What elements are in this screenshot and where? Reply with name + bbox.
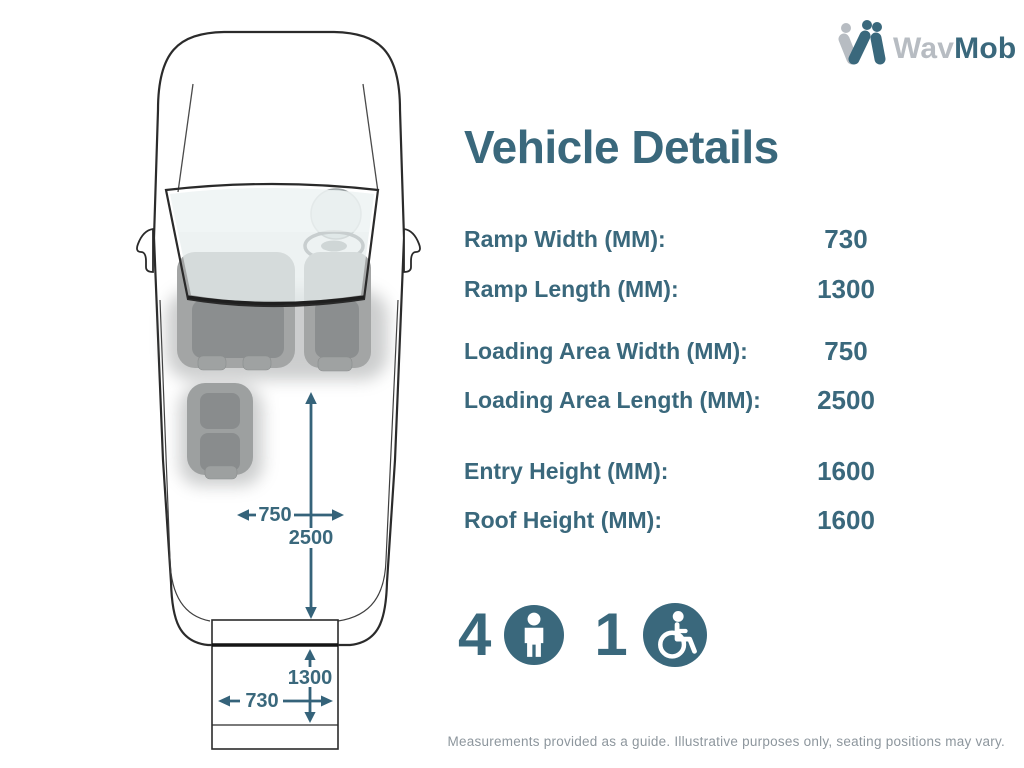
spec-value: 1600 [817, 456, 875, 486]
spec-value: 730 [824, 224, 868, 254]
wheelchair-icon [642, 603, 707, 667]
windshield-lower-edge [187, 295, 365, 306]
hood-line-left [177, 83, 194, 193]
spec-label: Ramp Width (MM): [464, 226, 666, 252]
spec-list: Ramp Width (MM): 730 Ramp Length (MM): 1… [464, 0, 888, 560]
spec-row-ramp-length: Ramp Length (MM): 1300 [464, 274, 888, 308]
wavmob-people-w-icon [838, 20, 886, 65]
seat-count: 4 [458, 601, 492, 668]
rear-ramp [211, 619, 339, 750]
spec-label: Loading Area Length (MM): [464, 387, 761, 413]
person-badge [504, 605, 565, 665]
spec-value: 750 [824, 336, 868, 366]
spec-row-loading-width: Loading Area Width (MM): 750 [464, 336, 888, 370]
spec-label: Entry Height (MM): [464, 458, 669, 484]
wheelchair-count: 1 [594, 601, 628, 668]
brand-name: WavMob [893, 34, 1016, 66]
brand-logo: WavMob [836, 18, 1016, 66]
brand-name-teal: Mob [954, 32, 1017, 65]
wheelchair-badge [642, 603, 707, 667]
vehicle-top-view-diagram: 750 2500 1300 730 [136, 30, 421, 750]
hood-line-right [362, 83, 379, 193]
spec-label: Ramp Length (MM): [464, 276, 679, 302]
rear-seat [187, 383, 253, 480]
ramp-length-label: 1300 [288, 667, 333, 689]
spec-label: Roof Height (MM): [464, 507, 662, 533]
spec-value: 2500 [817, 385, 875, 415]
loading-length-label: 2500 [289, 527, 334, 549]
windshield-tint-band [170, 188, 374, 232]
cabin-side-left [159, 299, 211, 622]
person-icon [504, 605, 565, 665]
loading-width-label: 750 [258, 504, 291, 526]
spec-row-entry-height: Entry Height (MM): 1600 [464, 456, 888, 490]
page-title: Vehicle Details [464, 121, 779, 173]
brand-name-gray: Wav [893, 32, 955, 65]
ramp-width-label: 730 [245, 690, 278, 712]
cabin-side-right [337, 299, 399, 622]
disclaimer-text: Measurements provided as a guide. Illust… [447, 734, 1005, 749]
spec-value: 1600 [817, 505, 875, 535]
windshield-frame [164, 182, 380, 308]
spec-row-loading-length: Loading Area Length (MM): 2500 [464, 385, 888, 419]
spec-row-ramp-width: Ramp Width (MM): 730 [464, 224, 888, 258]
spec-row-roof-height: Roof Height (MM): 1600 [464, 505, 888, 539]
mirror-left [136, 227, 154, 273]
loading-length-arrow [305, 392, 317, 619]
spec-label: Loading Area Width (MM): [464, 338, 748, 364]
capacity-row: 4 1 [458, 597, 707, 673]
spec-value: 1300 [817, 274, 875, 304]
mirror-right [403, 227, 421, 273]
